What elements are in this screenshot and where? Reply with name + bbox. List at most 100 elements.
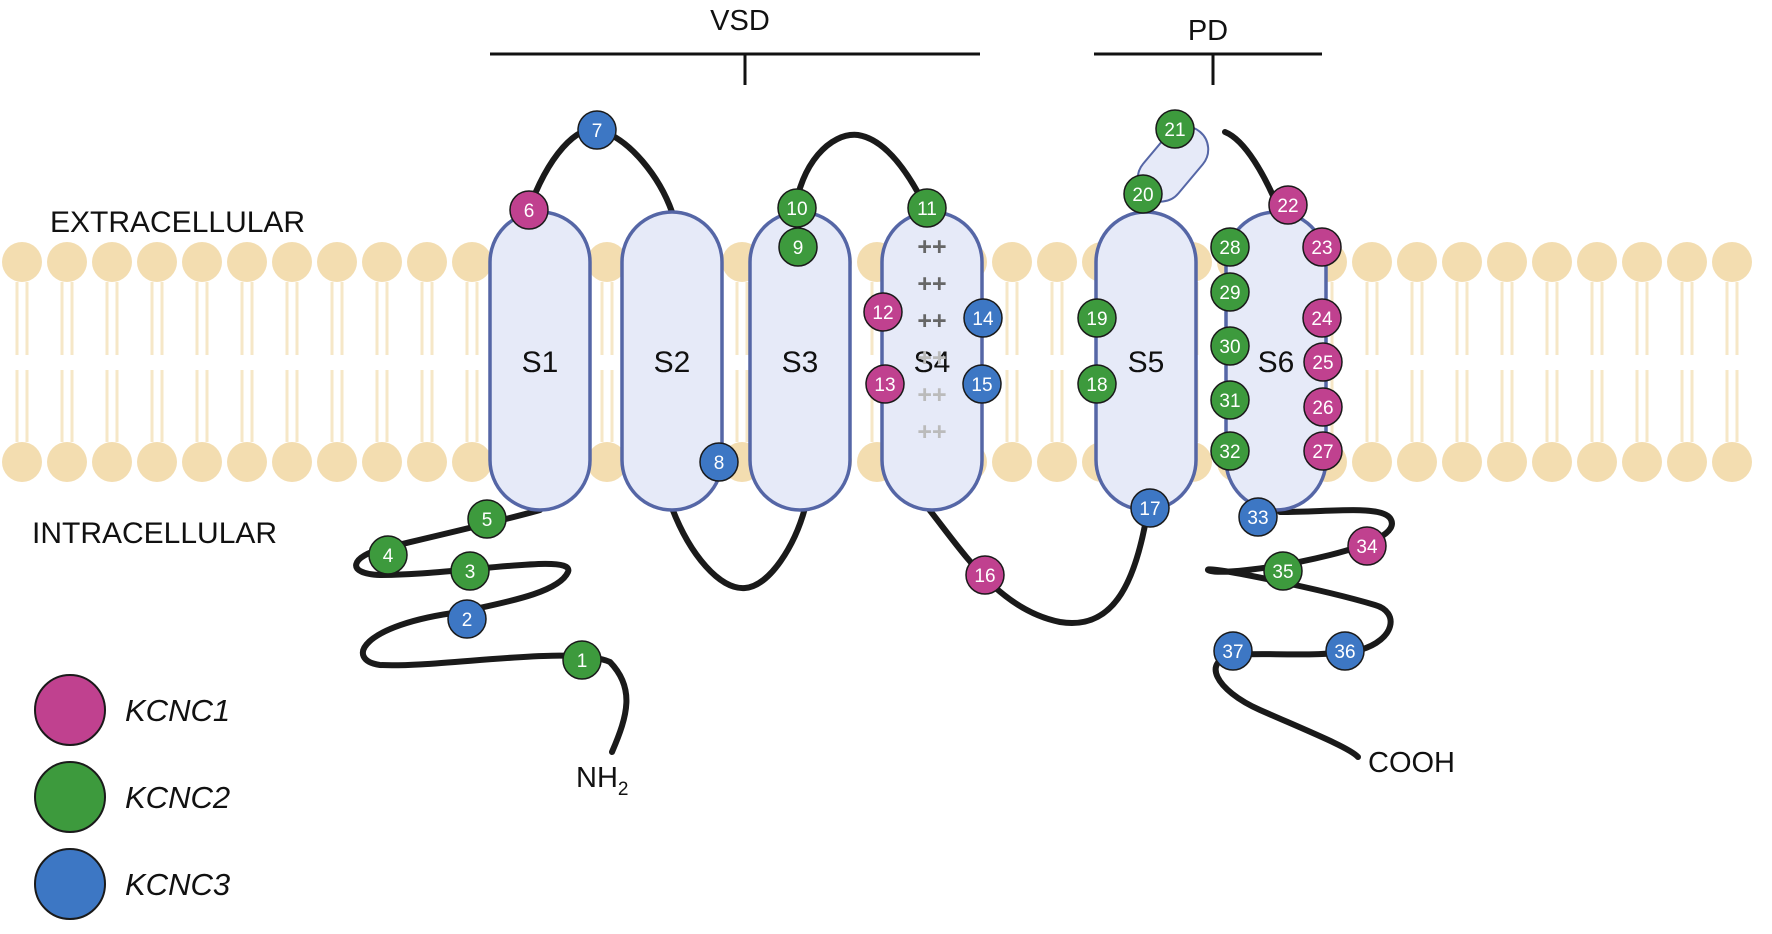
lipid-head <box>1577 242 1617 282</box>
variant-marker <box>1325 631 1365 671</box>
n-terminus-label: NH2 <box>576 762 628 800</box>
variant-number: 14 <box>972 309 994 330</box>
variant-site: 28 <box>1210 227 1250 267</box>
variant-number: 22 <box>1277 196 1298 217</box>
variant-number: 32 <box>1219 442 1240 463</box>
variant-number: 9 <box>793 238 804 259</box>
variant-marker <box>368 535 408 575</box>
variant-number: 34 <box>1356 537 1378 558</box>
variant-marker <box>1238 497 1278 537</box>
variant-site: 26 <box>1303 387 1343 427</box>
lipid-head <box>1037 242 1077 282</box>
variant-number: 35 <box>1272 562 1293 583</box>
variant-marker <box>1347 526 1387 566</box>
variant-number: 10 <box>786 199 807 220</box>
lipid-head <box>272 242 312 282</box>
variant-site: 13 <box>865 364 905 404</box>
variant-number: 26 <box>1312 398 1333 419</box>
variant-marker <box>1268 185 1308 225</box>
variant-site: 32 <box>1210 431 1250 471</box>
variant-number: 21 <box>1164 120 1185 141</box>
lipid-head <box>92 442 132 482</box>
lipid-head <box>1352 442 1392 482</box>
variant-marker <box>907 188 947 228</box>
variant-site: 19 <box>1077 298 1117 338</box>
legend-item-kcnc2: KCNC2 <box>34 761 230 833</box>
variant-site: 29 <box>1210 272 1250 312</box>
lipid-head <box>1622 242 1662 282</box>
variant-marker <box>577 110 617 150</box>
lipid-head <box>1352 242 1392 282</box>
variant-site: 31 <box>1210 380 1250 420</box>
variant-site: 2 <box>447 599 487 639</box>
variant-number: 20 <box>1132 185 1153 206</box>
helix-body <box>620 210 724 512</box>
lipid-head <box>1667 442 1707 482</box>
variant-site: 1 <box>562 640 602 680</box>
variant-number: 19 <box>1086 309 1107 330</box>
variant-marker <box>1130 488 1170 528</box>
variant-site: 17 <box>1130 488 1170 528</box>
lipid-head <box>182 442 222 482</box>
lipid-head <box>992 242 1032 282</box>
lipid-head <box>2 242 42 282</box>
variant-site: 23 <box>1302 227 1342 267</box>
lipid-head <box>1487 442 1527 482</box>
variant-marker <box>1302 227 1342 267</box>
variant-site: 22 <box>1268 185 1308 225</box>
lipid-head <box>47 242 87 282</box>
pd-label: PD <box>1188 15 1228 47</box>
variant-number: 29 <box>1219 283 1240 304</box>
variant-number: 31 <box>1219 391 1240 412</box>
variant-site: 15 <box>962 364 1002 404</box>
variant-site: 12 <box>863 292 903 332</box>
variant-site: 5 <box>467 499 507 539</box>
variant-site: 33 <box>1238 497 1278 537</box>
helix-s5: S5 <box>1094 210 1198 512</box>
helix-label: S2 <box>654 346 691 379</box>
variant-number: 12 <box>872 303 893 324</box>
variant-site: 7 <box>577 110 617 150</box>
lipid-head <box>317 442 357 482</box>
variant-number: 13 <box>874 375 895 396</box>
gating-charge: ++ <box>917 307 946 335</box>
variant-number: 16 <box>974 566 995 587</box>
legend-swatch <box>34 674 106 746</box>
variant-number: 7 <box>592 121 603 142</box>
variant-marker <box>962 364 1002 404</box>
variant-site: 16 <box>965 555 1005 595</box>
lipid-head <box>992 442 1032 482</box>
variant-site: 35 <box>1263 551 1303 591</box>
variant-marker <box>1155 109 1195 149</box>
lipid-head <box>1397 442 1437 482</box>
variant-marker <box>1210 431 1250 471</box>
intracellular-label: INTRACELLULAR <box>32 517 277 550</box>
lipid-head <box>587 442 627 482</box>
pd-bracket <box>1094 52 1322 85</box>
variant-site: 21 <box>1155 109 1195 149</box>
lipid-head <box>452 242 492 282</box>
lipid-head <box>362 442 402 482</box>
helix-label: S5 <box>1128 346 1165 379</box>
lipid-head <box>317 242 357 282</box>
helix-s4: S4 <box>880 210 984 512</box>
variant-number: 1 <box>577 651 588 672</box>
variant-marker <box>777 188 817 228</box>
lipid-head <box>137 242 177 282</box>
variant-site: 25 <box>1303 342 1343 382</box>
gating-charge: ++ <box>917 381 946 409</box>
variant-marker <box>778 227 818 267</box>
legend-item-kcnc3: KCNC3 <box>34 848 230 920</box>
lipid-head <box>362 242 402 282</box>
lipid-head <box>272 442 312 482</box>
lipid-head <box>1037 442 1077 482</box>
variant-number: 11 <box>917 199 937 220</box>
helix-s3: S3 <box>748 210 852 512</box>
variant-marker <box>863 292 903 332</box>
lipid-head <box>1712 442 1752 482</box>
helix-s1: S1 <box>488 210 592 512</box>
c-terminus-label: COOH <box>1368 747 1455 779</box>
